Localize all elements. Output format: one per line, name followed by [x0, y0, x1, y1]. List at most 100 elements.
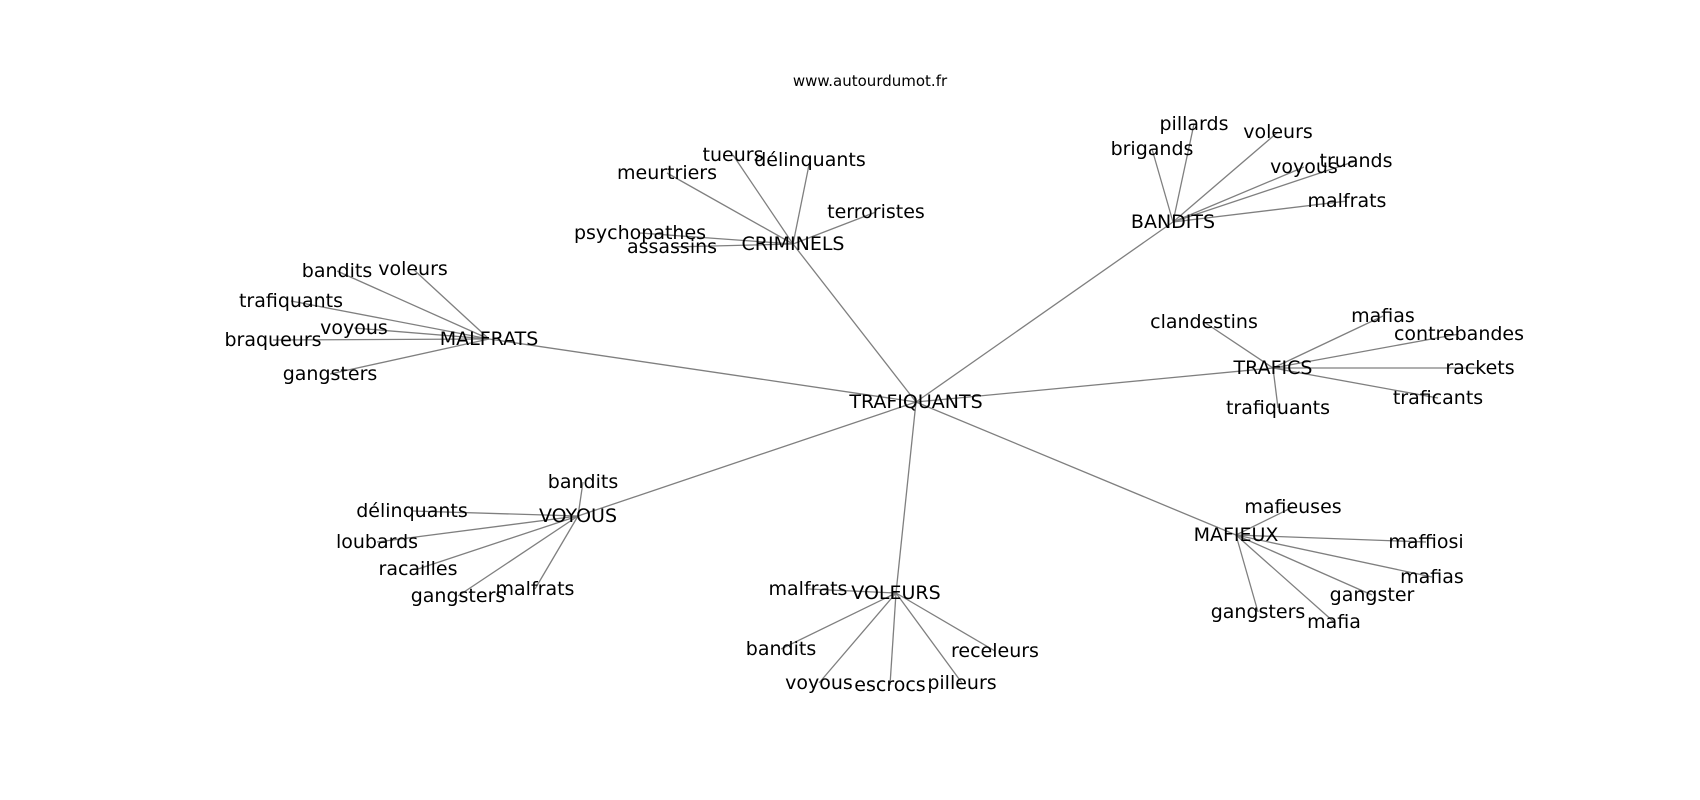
leaf-malfrats-voyous: voyous — [320, 317, 388, 339]
edge-center-trafics — [915, 367, 1274, 403]
edge-trafics-clandestins — [1203, 321, 1274, 369]
labels-layer: meurtrierstueursdélinquantsterroristesps… — [224, 113, 1524, 696]
leaf-voyous-gangsters: gangsters — [411, 585, 506, 607]
edge-trafics-contrebandes — [1272, 333, 1460, 369]
leaf-voleurs-voyous: voyous — [785, 672, 853, 694]
leaf-criminels-tueurs: tueurs — [703, 144, 764, 166]
leaf-malfrats-braqueurs: braqueurs — [224, 329, 321, 351]
leaf-voleurs-bandits: bandits — [746, 638, 816, 660]
edge-voyous-racailles — [417, 515, 579, 570]
leaf-voyous-bandits: bandits — [548, 471, 618, 493]
edge-voyous-gangsters — [457, 515, 579, 597]
leaf-criminels-meurtriers: meurtriers — [617, 162, 717, 184]
edge-center-mafieux — [915, 401, 1237, 536]
leaf-voyous-racailles: racailles — [379, 558, 458, 580]
edge-voyous-malfrats — [534, 515, 579, 590]
edge-bandits-truands — [1172, 160, 1357, 223]
edge-voleurs-malfrats — [807, 588, 897, 594]
leaf-mafieux-mafias: mafias — [1400, 566, 1464, 588]
edge-trafics-mafias — [1272, 315, 1384, 369]
hub-criminels: CRIMINELS — [742, 233, 845, 255]
edge-mafieux-gangsters — [1235, 534, 1259, 613]
hub-voleurs: VOLEURS — [851, 582, 940, 604]
edge-mafieux-mafias — [1235, 534, 1433, 578]
leaf-trafics-contrebandes: contrebandes — [1394, 323, 1524, 345]
hub-malfrats: MALFRATS — [440, 328, 539, 350]
edge-bandits-malfrats — [1172, 200, 1348, 223]
edge-center-voleurs — [895, 401, 917, 594]
leaf-bandits-voyous: voyous — [1270, 156, 1338, 178]
edges-layer — [272, 123, 1480, 686]
edge-voyous-loubards — [376, 515, 579, 543]
edge-voleurs-bandits — [780, 592, 897, 650]
leaf-criminels-terroristes: terroristes — [827, 201, 925, 223]
edge-center-voyous — [577, 401, 917, 517]
leaf-mafieux-gangster: gangster — [1330, 584, 1415, 606]
leaf-voleurs-malfrats: malfrats — [769, 578, 848, 600]
leaf-criminels-psychopathes: psychopathes — [574, 222, 706, 244]
edge-center-criminels — [792, 243, 917, 403]
edge-bandits-voyous — [1172, 166, 1305, 223]
edge-bandits-pillards — [1172, 123, 1195, 223]
leaf-criminels-assassins: assassins — [627, 236, 717, 258]
edge-criminels-meurtriers — [666, 172, 794, 245]
edge-bandits-voleurs — [1172, 131, 1279, 223]
hub-voyous: VOYOUS — [539, 505, 617, 527]
leaf-voyous-delinquants: délinquants — [356, 500, 468, 522]
leaf-voyous-malfrats: malfrats — [496, 578, 575, 600]
edge-trafics-traficants — [1272, 367, 1439, 399]
edge-mafieux-mafieuses — [1235, 506, 1294, 536]
edge-criminels-psychopathes — [639, 232, 794, 245]
edge-bandits-brigands — [1151, 148, 1174, 223]
hub-trafics: TRAFICS — [1233, 357, 1313, 379]
leaf-mafieux-maffiosi: maffiosi — [1388, 531, 1463, 553]
edge-malfrats-bandits — [336, 270, 490, 340]
hub-mafieux: MAFIEUX — [1194, 524, 1279, 546]
leaf-bandits-truands: truands — [1320, 150, 1393, 172]
leaf-trafics-traficants: traficants — [1393, 387, 1483, 409]
leaf-malfrats-trafiquants: trafiquants — [239, 290, 343, 312]
edge-center-malfrats — [488, 338, 917, 403]
leaf-voleurs-pilleurs: pilleurs — [927, 672, 996, 694]
site-url: www.autourdumot.fr — [792, 72, 948, 90]
leaf-malfrats-gangsters: gangsters — [283, 363, 378, 385]
leaf-mafieux-gangsters: gangsters — [1211, 601, 1306, 623]
leaf-mafieux-mafia: mafia — [1307, 611, 1361, 633]
edge-voleurs-receleurs — [895, 592, 996, 652]
edge-criminels-assassins — [671, 243, 794, 248]
edge-voyous-delinquants — [411, 510, 579, 517]
edge-criminels-delinquants — [792, 159, 811, 245]
leaf-bandits-brigands: brigands — [1111, 138, 1194, 160]
leaf-criminels-delinquants: délinquants — [754, 149, 866, 171]
leaf-mafieux-mafieuses: mafieuses — [1244, 496, 1341, 518]
leaf-bandits-malfrats: malfrats — [1308, 190, 1387, 212]
edge-mafieux-maffiosi — [1235, 534, 1427, 543]
edge-malfrats-voyous — [353, 327, 490, 340]
edge-malfrats-trafiquants — [290, 300, 490, 340]
leaf-trafics-mafias: mafias — [1351, 305, 1415, 327]
leaf-trafics-rackets: rackets — [1445, 357, 1514, 379]
center-node: TRAFIQUANTS — [848, 391, 982, 413]
edge-trafics-trafiquants — [1272, 367, 1279, 409]
leaf-malfrats-bandits: bandits — [302, 260, 372, 282]
edge-voleurs-pilleurs — [895, 592, 963, 684]
leaf-trafics-clandestins: clandestins — [1150, 311, 1258, 333]
edge-center-bandits — [915, 221, 1174, 403]
edge-malfrats-gangsters — [329, 338, 490, 375]
leaf-bandits-pillards: pillards — [1160, 113, 1229, 135]
leaf-voleurs-escrocs: escrocs — [854, 674, 925, 696]
edge-voyous-bandits — [577, 481, 584, 517]
edge-criminels-terroristes — [792, 211, 877, 245]
edge-voleurs-escrocs — [889, 592, 897, 686]
edge-malfrats-braqueurs — [272, 338, 490, 341]
leaf-bandits-voleurs: voleurs — [1243, 121, 1313, 143]
leaf-trafics-trafiquants: trafiquants — [1226, 397, 1330, 419]
edge-malfrats-voleurs — [412, 268, 490, 340]
leaf-voyous-loubards: loubards — [336, 531, 418, 553]
edge-voleurs-voyous — [818, 592, 897, 684]
edge-mafieux-gangster — [1235, 534, 1373, 596]
hub-bandits: BANDITS — [1131, 211, 1215, 233]
leaf-voleurs-receleurs: receleurs — [951, 640, 1039, 662]
edge-criminels-tueurs — [732, 154, 794, 245]
